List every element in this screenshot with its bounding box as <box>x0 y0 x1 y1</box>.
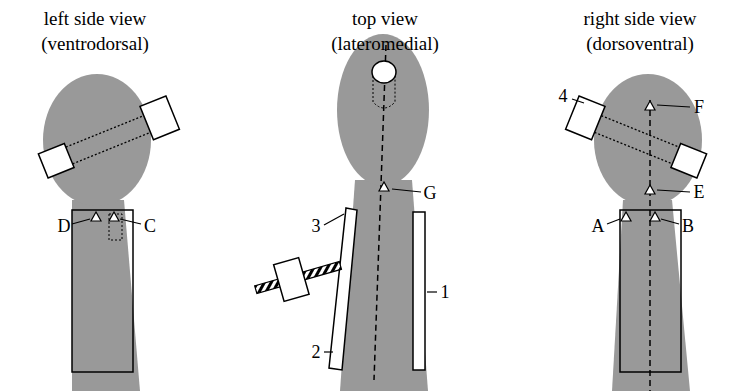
leader-line <box>120 219 141 224</box>
view-title: top view <box>352 9 418 28</box>
left-view <box>36 74 179 391</box>
point-label: F <box>694 98 704 116</box>
callout-number: 4 <box>559 87 568 105</box>
leader-line <box>607 219 620 224</box>
sensor <box>36 96 179 182</box>
sensor <box>566 96 709 182</box>
leader-line <box>657 105 690 107</box>
leader-line <box>427 291 437 292</box>
leader-line <box>72 219 90 224</box>
marker <box>645 185 655 194</box>
point-label: E <box>694 183 705 201</box>
plate <box>413 212 425 370</box>
right-view <box>566 74 709 391</box>
view-subtitle: (ventrodorsal) <box>41 34 149 53</box>
point-label: G <box>424 184 437 202</box>
plate <box>329 208 357 370</box>
marker <box>109 212 119 221</box>
limb-head <box>43 74 151 206</box>
point-label: A <box>592 217 605 235</box>
callout-number: 3 <box>312 217 321 235</box>
marker <box>621 212 631 221</box>
plate <box>72 210 133 372</box>
limb-head <box>594 74 702 206</box>
leader-line <box>392 189 421 192</box>
marker <box>650 212 660 221</box>
point-label: B <box>682 217 694 235</box>
axis <box>374 45 386 380</box>
leader-line <box>572 99 584 103</box>
leader-line <box>657 190 690 192</box>
point-label: C <box>144 217 156 235</box>
leader-line <box>324 214 344 225</box>
view-subtitle: (dorsoventral) <box>586 34 694 53</box>
leader-line <box>661 219 679 224</box>
marker <box>645 101 655 110</box>
screw <box>251 247 346 308</box>
marker <box>379 182 389 191</box>
point-label: D <box>58 217 71 235</box>
callout-number: 1 <box>441 283 450 301</box>
limb-shaft <box>612 200 690 391</box>
marker <box>91 212 101 221</box>
limb-shaft <box>72 200 140 391</box>
axis <box>649 100 651 391</box>
view-title: left side view <box>44 9 146 28</box>
top-view <box>251 34 437 391</box>
hole <box>372 61 396 83</box>
view-title: right side view <box>584 9 697 28</box>
leader-line <box>324 351 333 352</box>
callout-number: 2 <box>312 343 321 361</box>
view-subtitle: (lateromedial) <box>331 34 439 53</box>
